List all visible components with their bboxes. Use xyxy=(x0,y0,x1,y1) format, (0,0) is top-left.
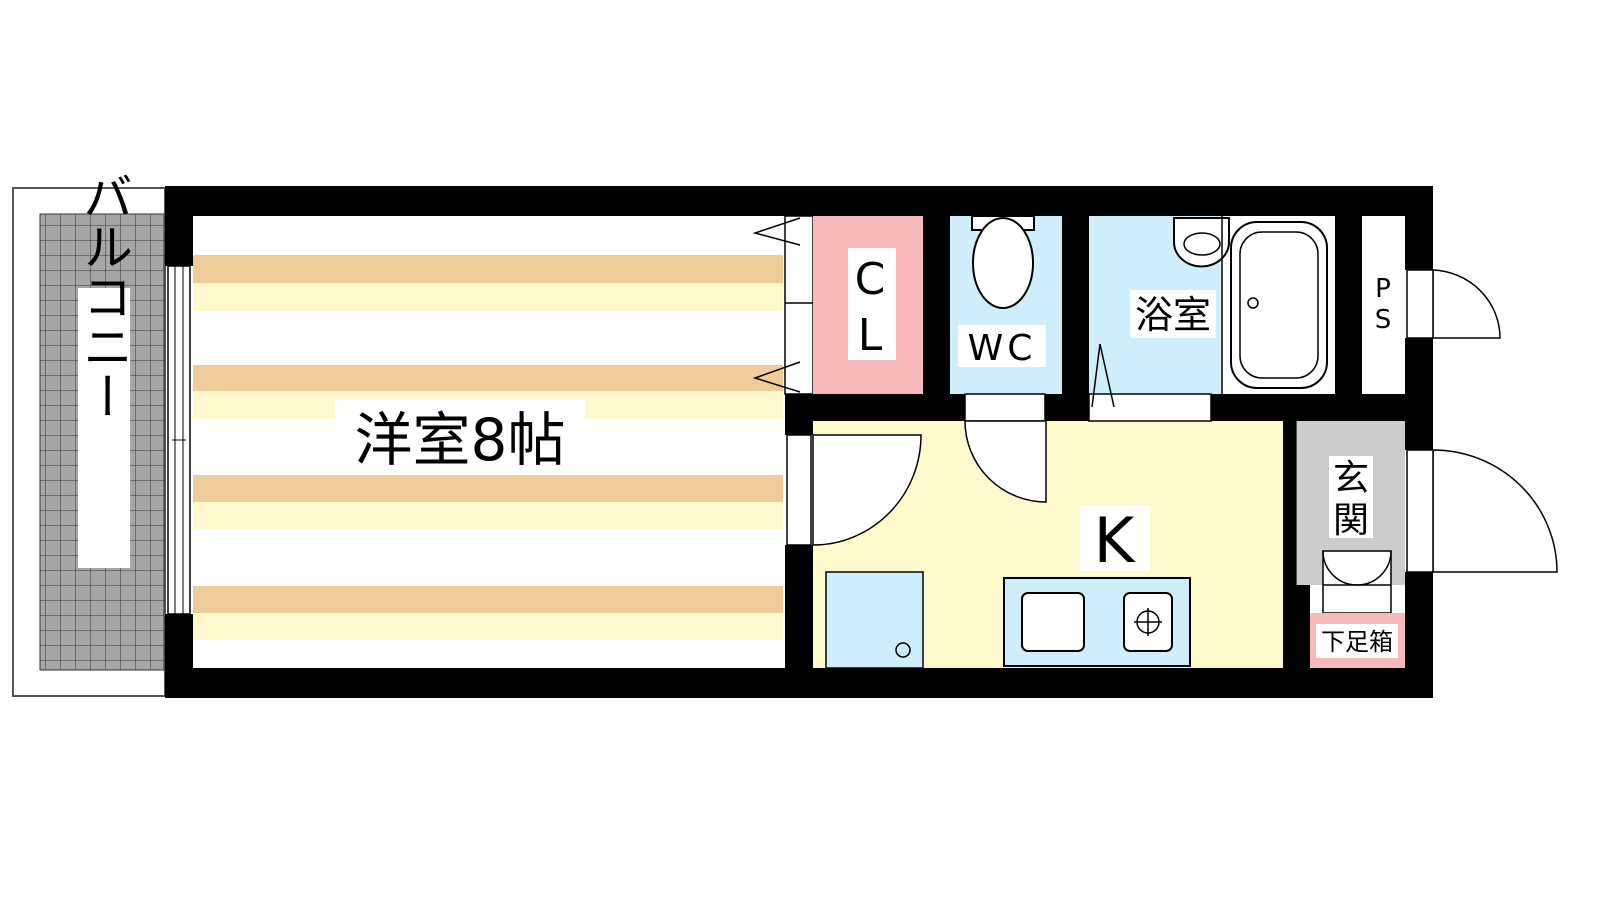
pipe-space: P S xyxy=(1362,216,1405,394)
shoebox-label: 下足箱 xyxy=(1321,628,1393,656)
balcony-label-bg xyxy=(78,288,130,568)
toilet-bowl xyxy=(972,217,1034,309)
outer-walls xyxy=(165,186,1433,698)
bathroom: 浴室 xyxy=(1089,216,1335,394)
entrance-door xyxy=(1432,449,1558,573)
entrance-label-1: 玄 xyxy=(1333,458,1369,499)
floor-stripe xyxy=(193,613,783,640)
ps-door xyxy=(1432,269,1501,339)
ps-label-s: S xyxy=(1375,305,1392,335)
floor-stripe xyxy=(193,255,783,283)
closet-label-l: L xyxy=(858,310,883,361)
floor-stripe xyxy=(193,502,783,529)
doors xyxy=(786,269,1558,573)
wc: WC xyxy=(950,215,1062,394)
closet: C L xyxy=(813,216,923,394)
ps-label-p: P xyxy=(1375,274,1391,304)
kitchen: K xyxy=(813,421,1283,669)
wc-door xyxy=(964,420,1047,503)
floor-stripe xyxy=(193,283,783,311)
kitchen-sink xyxy=(1021,592,1085,652)
laundry-space xyxy=(825,571,924,669)
room-label-bg xyxy=(335,400,585,472)
balcony-label: バルコニー xyxy=(75,171,133,421)
wc-label: WC xyxy=(968,328,1037,369)
entrance-label-2: 関 xyxy=(1333,500,1369,541)
balcony: バルコニー xyxy=(12,171,166,697)
floor-stripe xyxy=(193,475,783,502)
bathtub xyxy=(1230,221,1328,389)
kitchen-label: K xyxy=(1094,504,1136,577)
closet-label-c: C xyxy=(855,254,886,305)
closet-folding-door xyxy=(752,215,814,395)
entrance: 玄 関 下足箱 xyxy=(1283,421,1405,668)
balcony-window xyxy=(167,265,191,615)
western-room: 洋室8帖 xyxy=(193,216,785,668)
room-door xyxy=(812,434,922,546)
shoebox-doors xyxy=(1322,550,1392,614)
western-room-label: 洋室8帖 xyxy=(355,406,566,474)
sink xyxy=(1173,217,1230,268)
floor-stripe xyxy=(193,365,783,391)
floor-stripe xyxy=(193,586,783,613)
bath-label: 浴室 xyxy=(1135,293,1211,337)
